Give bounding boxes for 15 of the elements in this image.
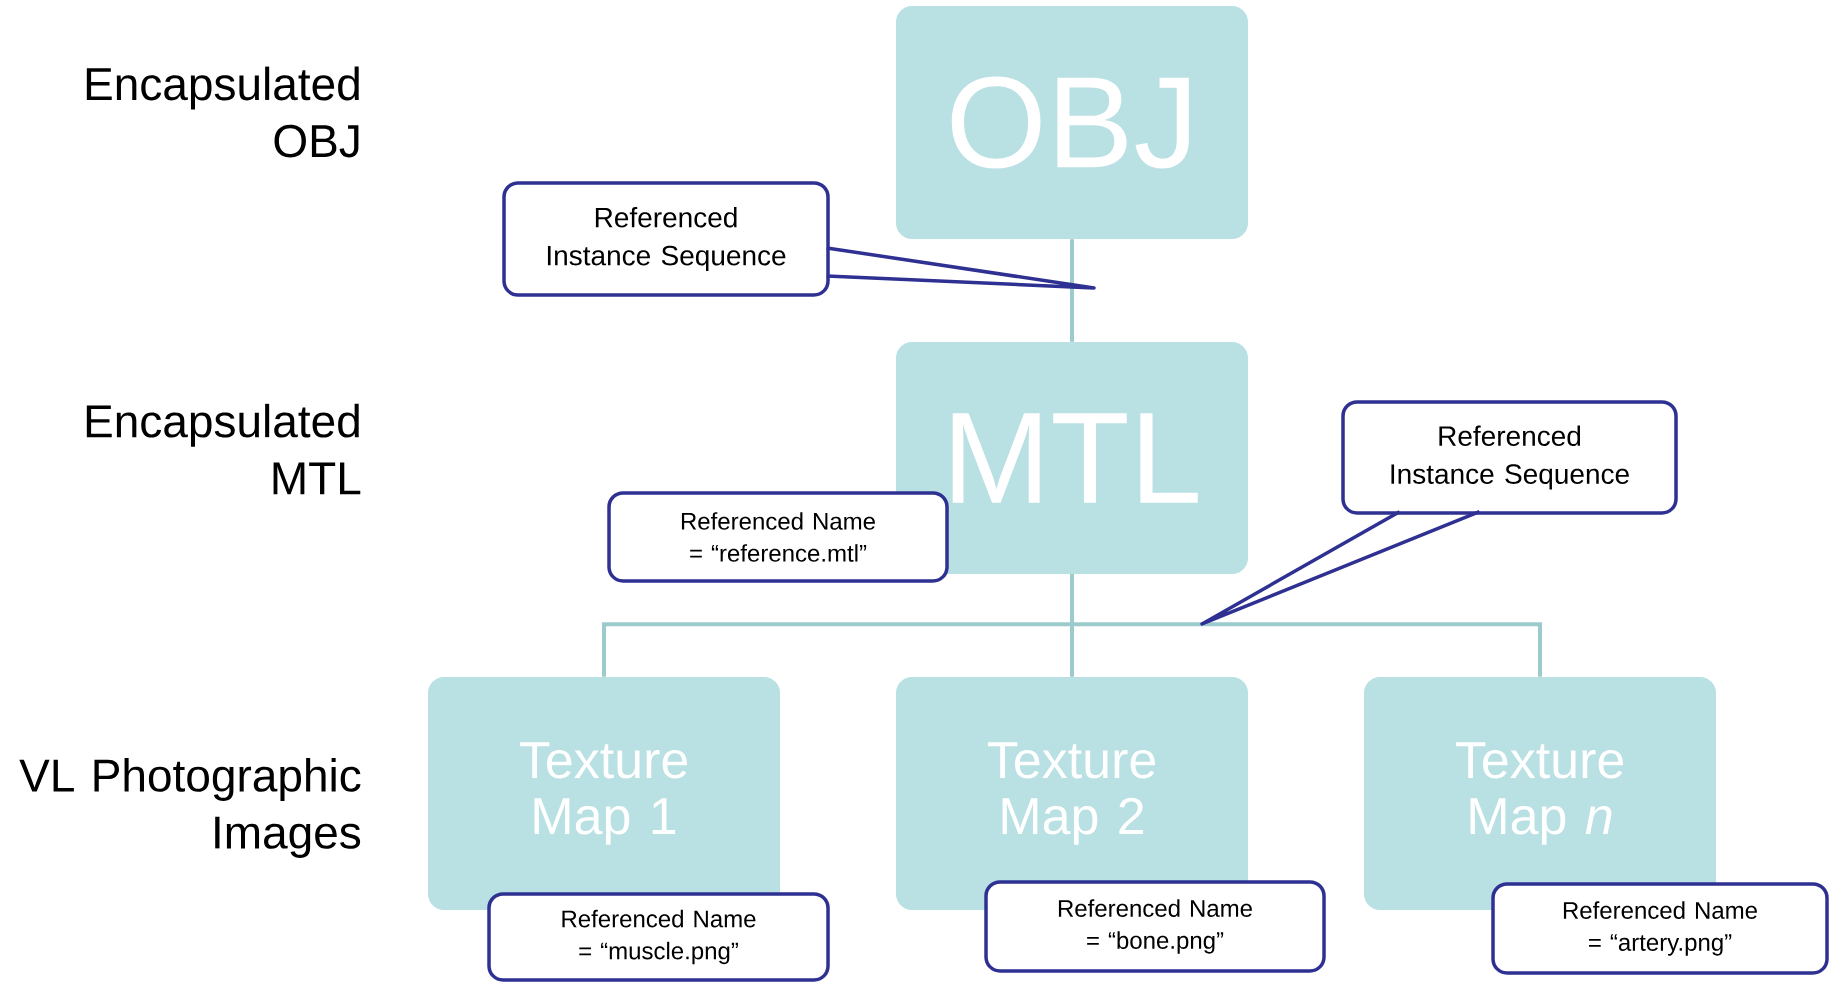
callout-box: Referenced Name = “reference.mtl” <box>607 491 949 583</box>
side-label: VL Photographic Images <box>19 758 361 858</box>
process-box: OBJ <box>896 6 1248 239</box>
side-label: Encapsulated MTL <box>86 403 361 495</box>
connector-line <box>1070 239 1074 342</box>
connector-line <box>1070 574 1542 677</box>
side-label: Encapsulated OBJ <box>86 66 359 158</box>
leader-line <box>826 246 1096 290</box>
callout-box: Referenced Name = “bone.png” <box>984 880 1326 973</box>
callout-box: Referenced Name = “artery.png” <box>1491 882 1829 975</box>
process-box: Texture Map 1 <box>428 677 780 910</box>
process-box: MTL <box>896 342 1248 574</box>
callout-box: Referenced Instance Sequence <box>1341 400 1678 515</box>
callout-box: Referenced Instance Sequence <box>502 181 830 297</box>
callout-box: Referenced Name = “muscle.png” <box>487 892 830 982</box>
